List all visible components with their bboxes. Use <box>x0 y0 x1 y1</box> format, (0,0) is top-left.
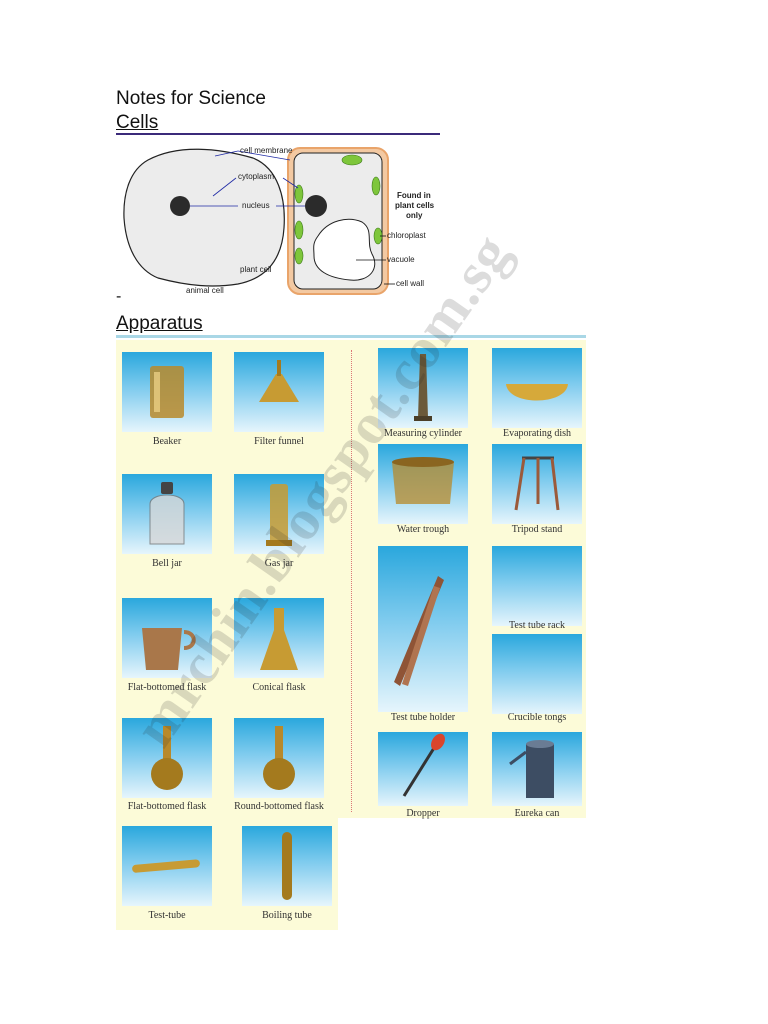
apparatus-heading: Apparatus <box>116 313 203 334</box>
dropper-image <box>378 732 468 806</box>
round-bottomed-flask-caption: Round-bottomed flask <box>234 801 324 812</box>
label-nucleus: nucleus <box>242 201 270 210</box>
label-plant-cell: plant cell <box>240 265 272 274</box>
label-only: only <box>406 211 423 220</box>
panel-divider <box>351 350 352 812</box>
crucible-tongs-caption: Crucible tongs <box>507 712 567 723</box>
test-tube-holder-image <box>378 546 468 712</box>
boiling-tube-caption: Boiling tube <box>262 910 312 921</box>
conical-flask-caption: Conical flask <box>252 682 306 693</box>
cells-heading: Cells <box>116 112 159 133</box>
crucible-tongs-image <box>492 634 582 714</box>
flat-bottomed-flask-caption-b: Flat-bottomed flask <box>127 801 207 812</box>
chloroplast-1 <box>341 154 363 166</box>
label-cytoplasm: cytoplasm <box>238 172 274 181</box>
filter-funnel-caption: Filter funnel <box>254 436 304 447</box>
tripod-stand-image <box>492 444 582 524</box>
measuring-cylinder-image <box>378 348 468 428</box>
vacuole <box>313 218 376 281</box>
test-tube-image <box>122 826 212 906</box>
label-cell-membrane: cell membrane <box>240 146 293 155</box>
water-trough-image <box>378 444 468 524</box>
plant-nucleus <box>305 195 327 217</box>
page-title: Notes for Science <box>116 88 266 109</box>
beaker-caption: Beaker <box>152 436 182 447</box>
conical-flask-image <box>234 598 324 678</box>
gas-jar-caption: Gas jar <box>264 558 294 569</box>
gas-jar-image <box>234 474 324 554</box>
label-animal-cell: animal cell <box>186 286 224 295</box>
eureka-can-image <box>492 732 582 806</box>
flat-bottomed-flask-image-a <box>122 598 212 678</box>
separator-dash: - <box>116 288 122 305</box>
apparatus-rule <box>116 335 586 338</box>
test-tube-holder-caption: Test tube holder <box>390 712 456 723</box>
filter-funnel-image <box>234 352 324 432</box>
test-tube-rack-image <box>492 546 582 626</box>
label-chloroplast: chloroplast <box>387 231 426 240</box>
flat-bottomed-flask-caption-a: Flat-bottomed flask <box>127 682 207 693</box>
tripod-stand-caption: Tripod stand <box>511 524 563 535</box>
flat-bottomed-flask-image-b <box>122 718 212 798</box>
eureka-can-caption: Eureka can <box>514 808 560 819</box>
cell-diagram: cell membrane cytoplasm nucleus Found in… <box>123 146 435 295</box>
evaporating-dish-image <box>492 348 582 428</box>
test-tube-rack-caption: Test tube rack <box>509 620 565 631</box>
boiling-tube-image <box>242 826 332 906</box>
round-bottomed-flask-image <box>234 718 324 798</box>
water-trough-caption: Water trough <box>396 524 450 535</box>
chloroplast-2 <box>371 176 381 196</box>
chloroplast-5 <box>294 247 304 265</box>
beaker-image <box>122 352 212 432</box>
chloroplast-4 <box>294 220 304 240</box>
animal-nucleus <box>170 196 190 216</box>
label-vacuole: vacuole <box>387 255 415 264</box>
chloroplast-3 <box>294 184 304 204</box>
dropper-caption: Dropper <box>406 808 440 819</box>
label-found-in: Found in <box>397 191 431 200</box>
cells-rule <box>116 133 440 135</box>
measuring-cylinder-caption: Measuring cylinder <box>383 428 463 439</box>
label-plant-cells: plant cells <box>395 201 435 210</box>
animal-cell-shape <box>123 148 285 287</box>
bell-jar-caption: Bell jar <box>152 558 182 569</box>
label-cell-wall: cell wall <box>396 279 424 288</box>
bell-jar-image <box>122 474 212 554</box>
test-tube-caption: Test-tube <box>148 910 186 921</box>
evaporating-dish-caption: Evaporating dish <box>502 428 572 439</box>
